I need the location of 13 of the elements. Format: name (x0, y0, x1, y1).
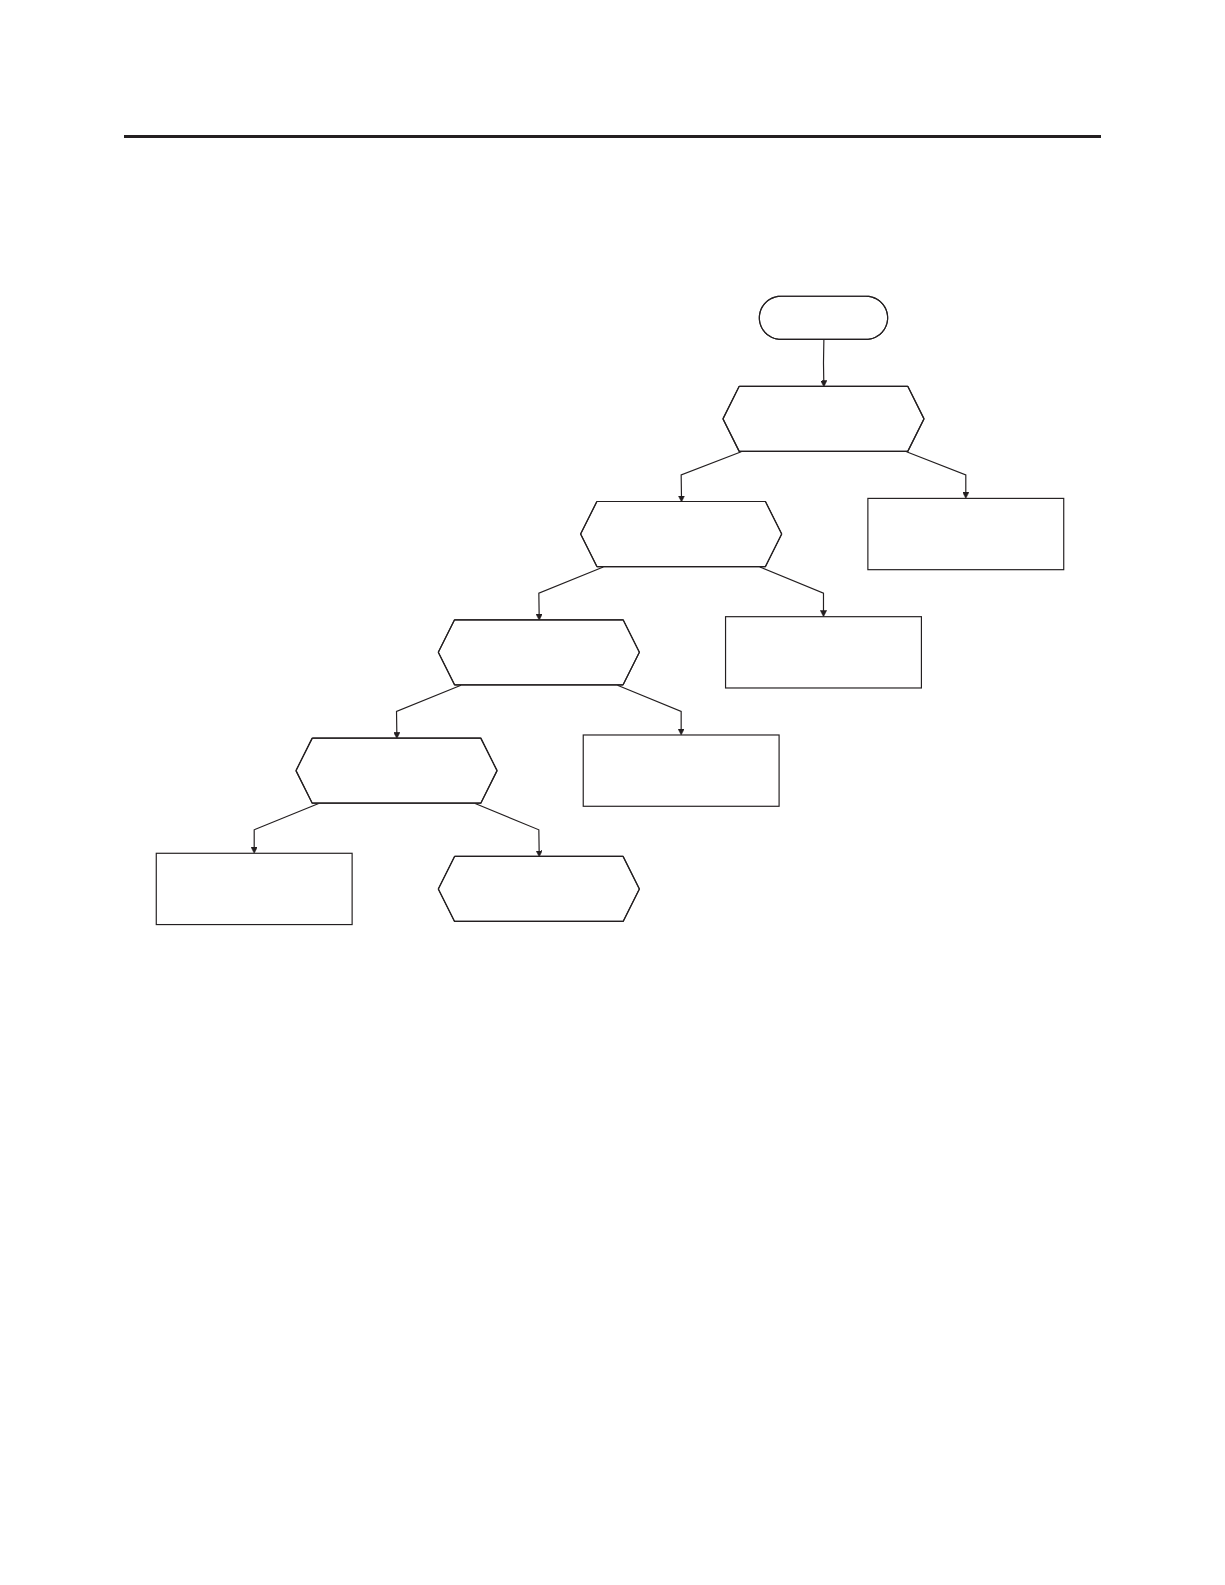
arrow (474, 802, 543, 858)
node-box (867, 497, 1065, 571)
arrow (616, 684, 685, 736)
node-box (582, 734, 780, 807)
node-box (724, 616, 922, 689)
arrow (250, 802, 320, 854)
arrow (535, 566, 604, 621)
arrow (759, 566, 827, 617)
arrow (393, 684, 462, 739)
arrow (905, 451, 970, 499)
arrow (678, 451, 742, 503)
arrow (820, 339, 828, 388)
node-box (155, 852, 353, 926)
